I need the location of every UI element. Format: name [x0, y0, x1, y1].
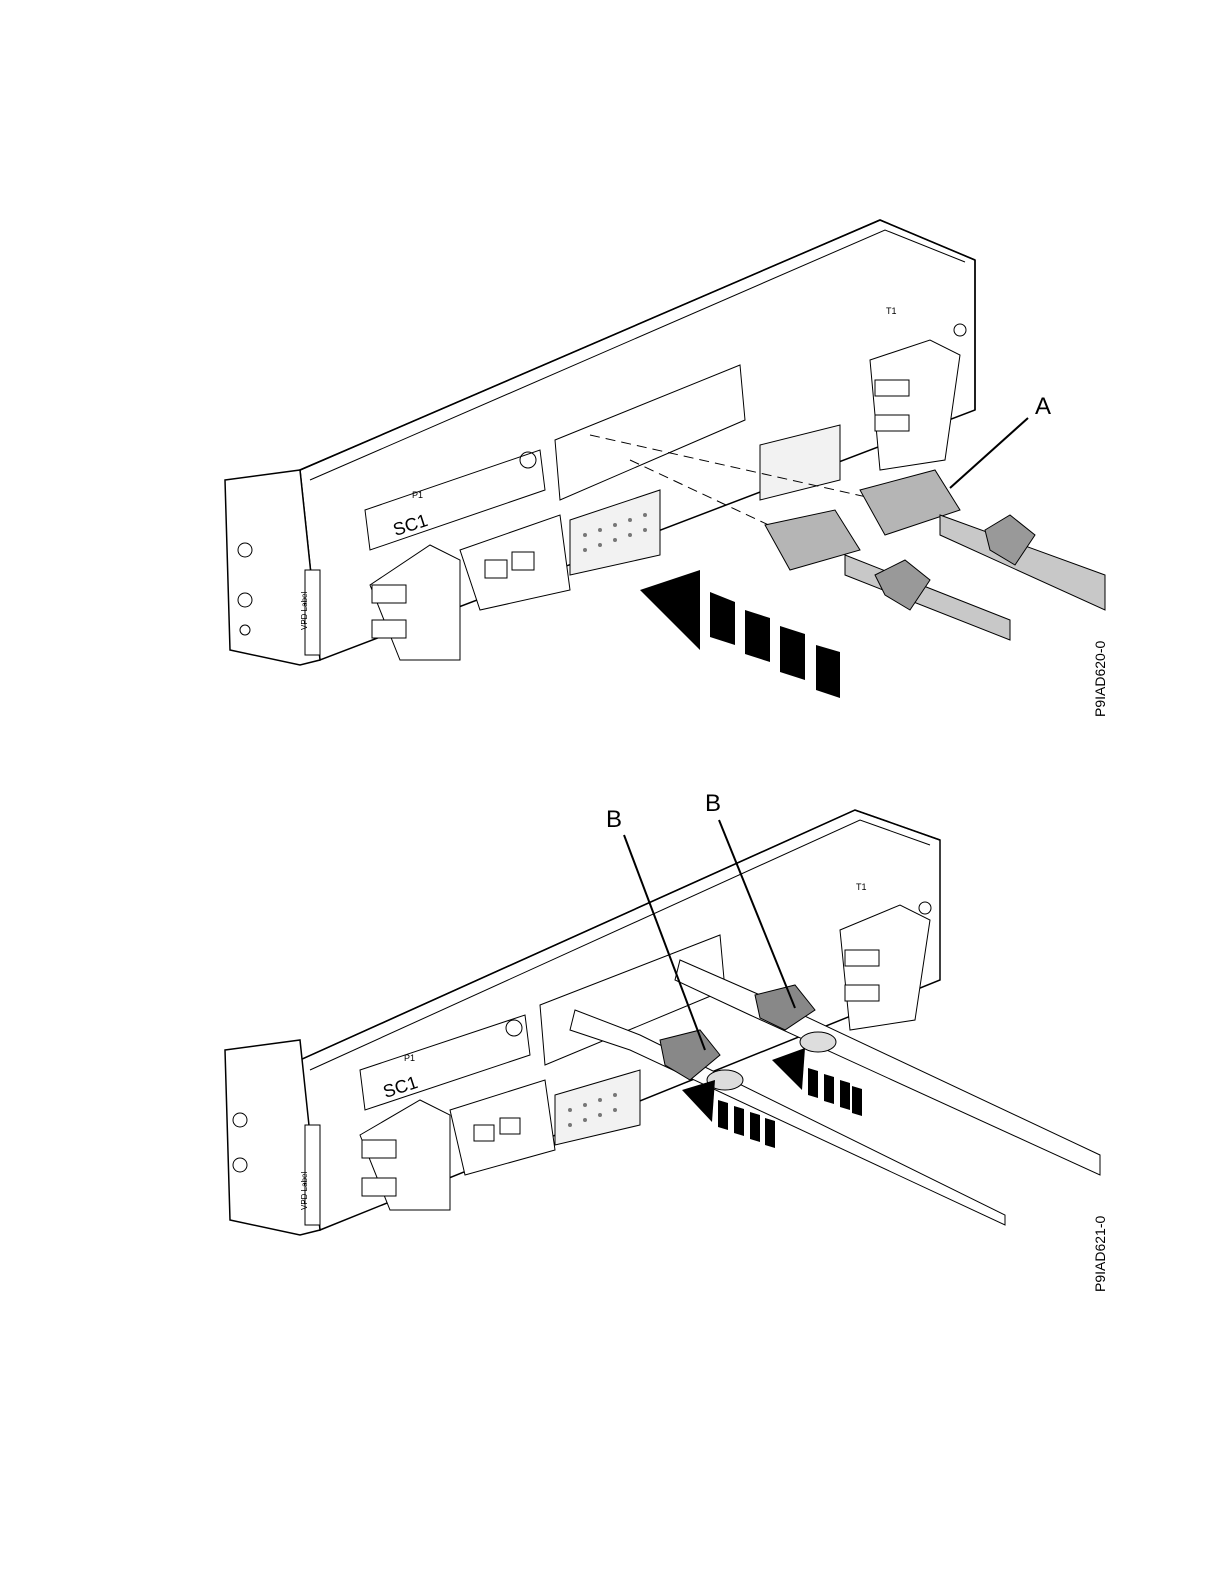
insert-direction-arrow	[0, 190, 1224, 750]
t1-label: T1	[856, 882, 867, 892]
vpd-label: VPD Label	[300, 1172, 309, 1210]
figure-cable-insert: SC1 P1 T1 VPD Label A P9IAD620-0	[0, 190, 1224, 750]
figure-id: P9IAD621-0	[1092, 1216, 1108, 1292]
p1-label: P1	[404, 1053, 415, 1063]
callout-b-right: B	[705, 792, 721, 816]
figure-cable-secure: SC1 P1 T1 VPD Label B B P9IAD621-0	[0, 780, 1224, 1320]
callout-a: A	[1035, 395, 1051, 419]
secure-direction-arrows	[0, 780, 1224, 1320]
figure-id: P9IAD620-0	[1092, 641, 1108, 717]
callout-b-left: B	[606, 808, 622, 832]
vpd-label: VPD Label	[300, 592, 309, 630]
t1-label: T1	[886, 306, 897, 316]
p1-label: P1	[412, 490, 423, 500]
